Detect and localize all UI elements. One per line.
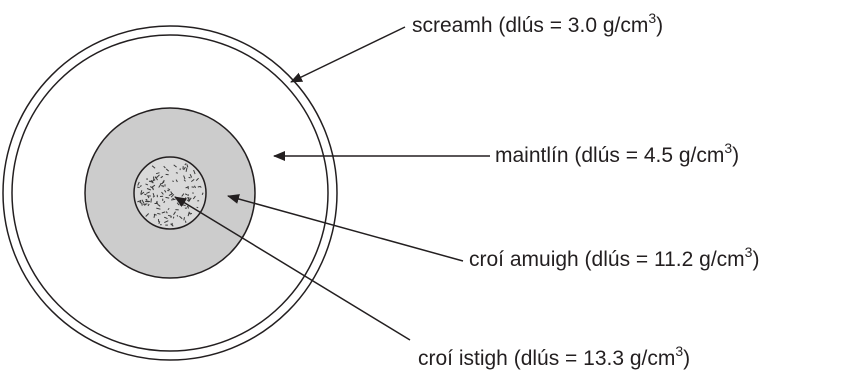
mantle-label: maintlín (dlús = 4.5 g/cm3) bbox=[495, 144, 739, 169]
crust-label: screamh (dlús = 3.0 g/cm3) bbox=[412, 14, 663, 39]
speckle bbox=[166, 197, 170, 198]
crust-arrow bbox=[291, 27, 405, 82]
speckle bbox=[154, 177, 155, 181]
speckle bbox=[151, 198, 152, 202]
speckle bbox=[137, 187, 140, 188]
speckle bbox=[176, 173, 178, 174]
outer-core-label: croí amuigh (dlús = 11.2 g/cm3) bbox=[469, 248, 759, 273]
inner-core-label: croí istigh (dlús = 13.3 g/cm3) bbox=[418, 347, 690, 372]
speckle bbox=[161, 186, 163, 187]
speckle bbox=[188, 194, 189, 196]
speckle bbox=[184, 217, 185, 220]
speckle bbox=[197, 207, 199, 208]
speckle bbox=[189, 177, 191, 178]
inner-core bbox=[134, 157, 206, 229]
speckle bbox=[173, 217, 174, 219]
speckle bbox=[172, 181, 173, 182]
speckle bbox=[177, 215, 178, 216]
speckle bbox=[146, 199, 148, 200]
